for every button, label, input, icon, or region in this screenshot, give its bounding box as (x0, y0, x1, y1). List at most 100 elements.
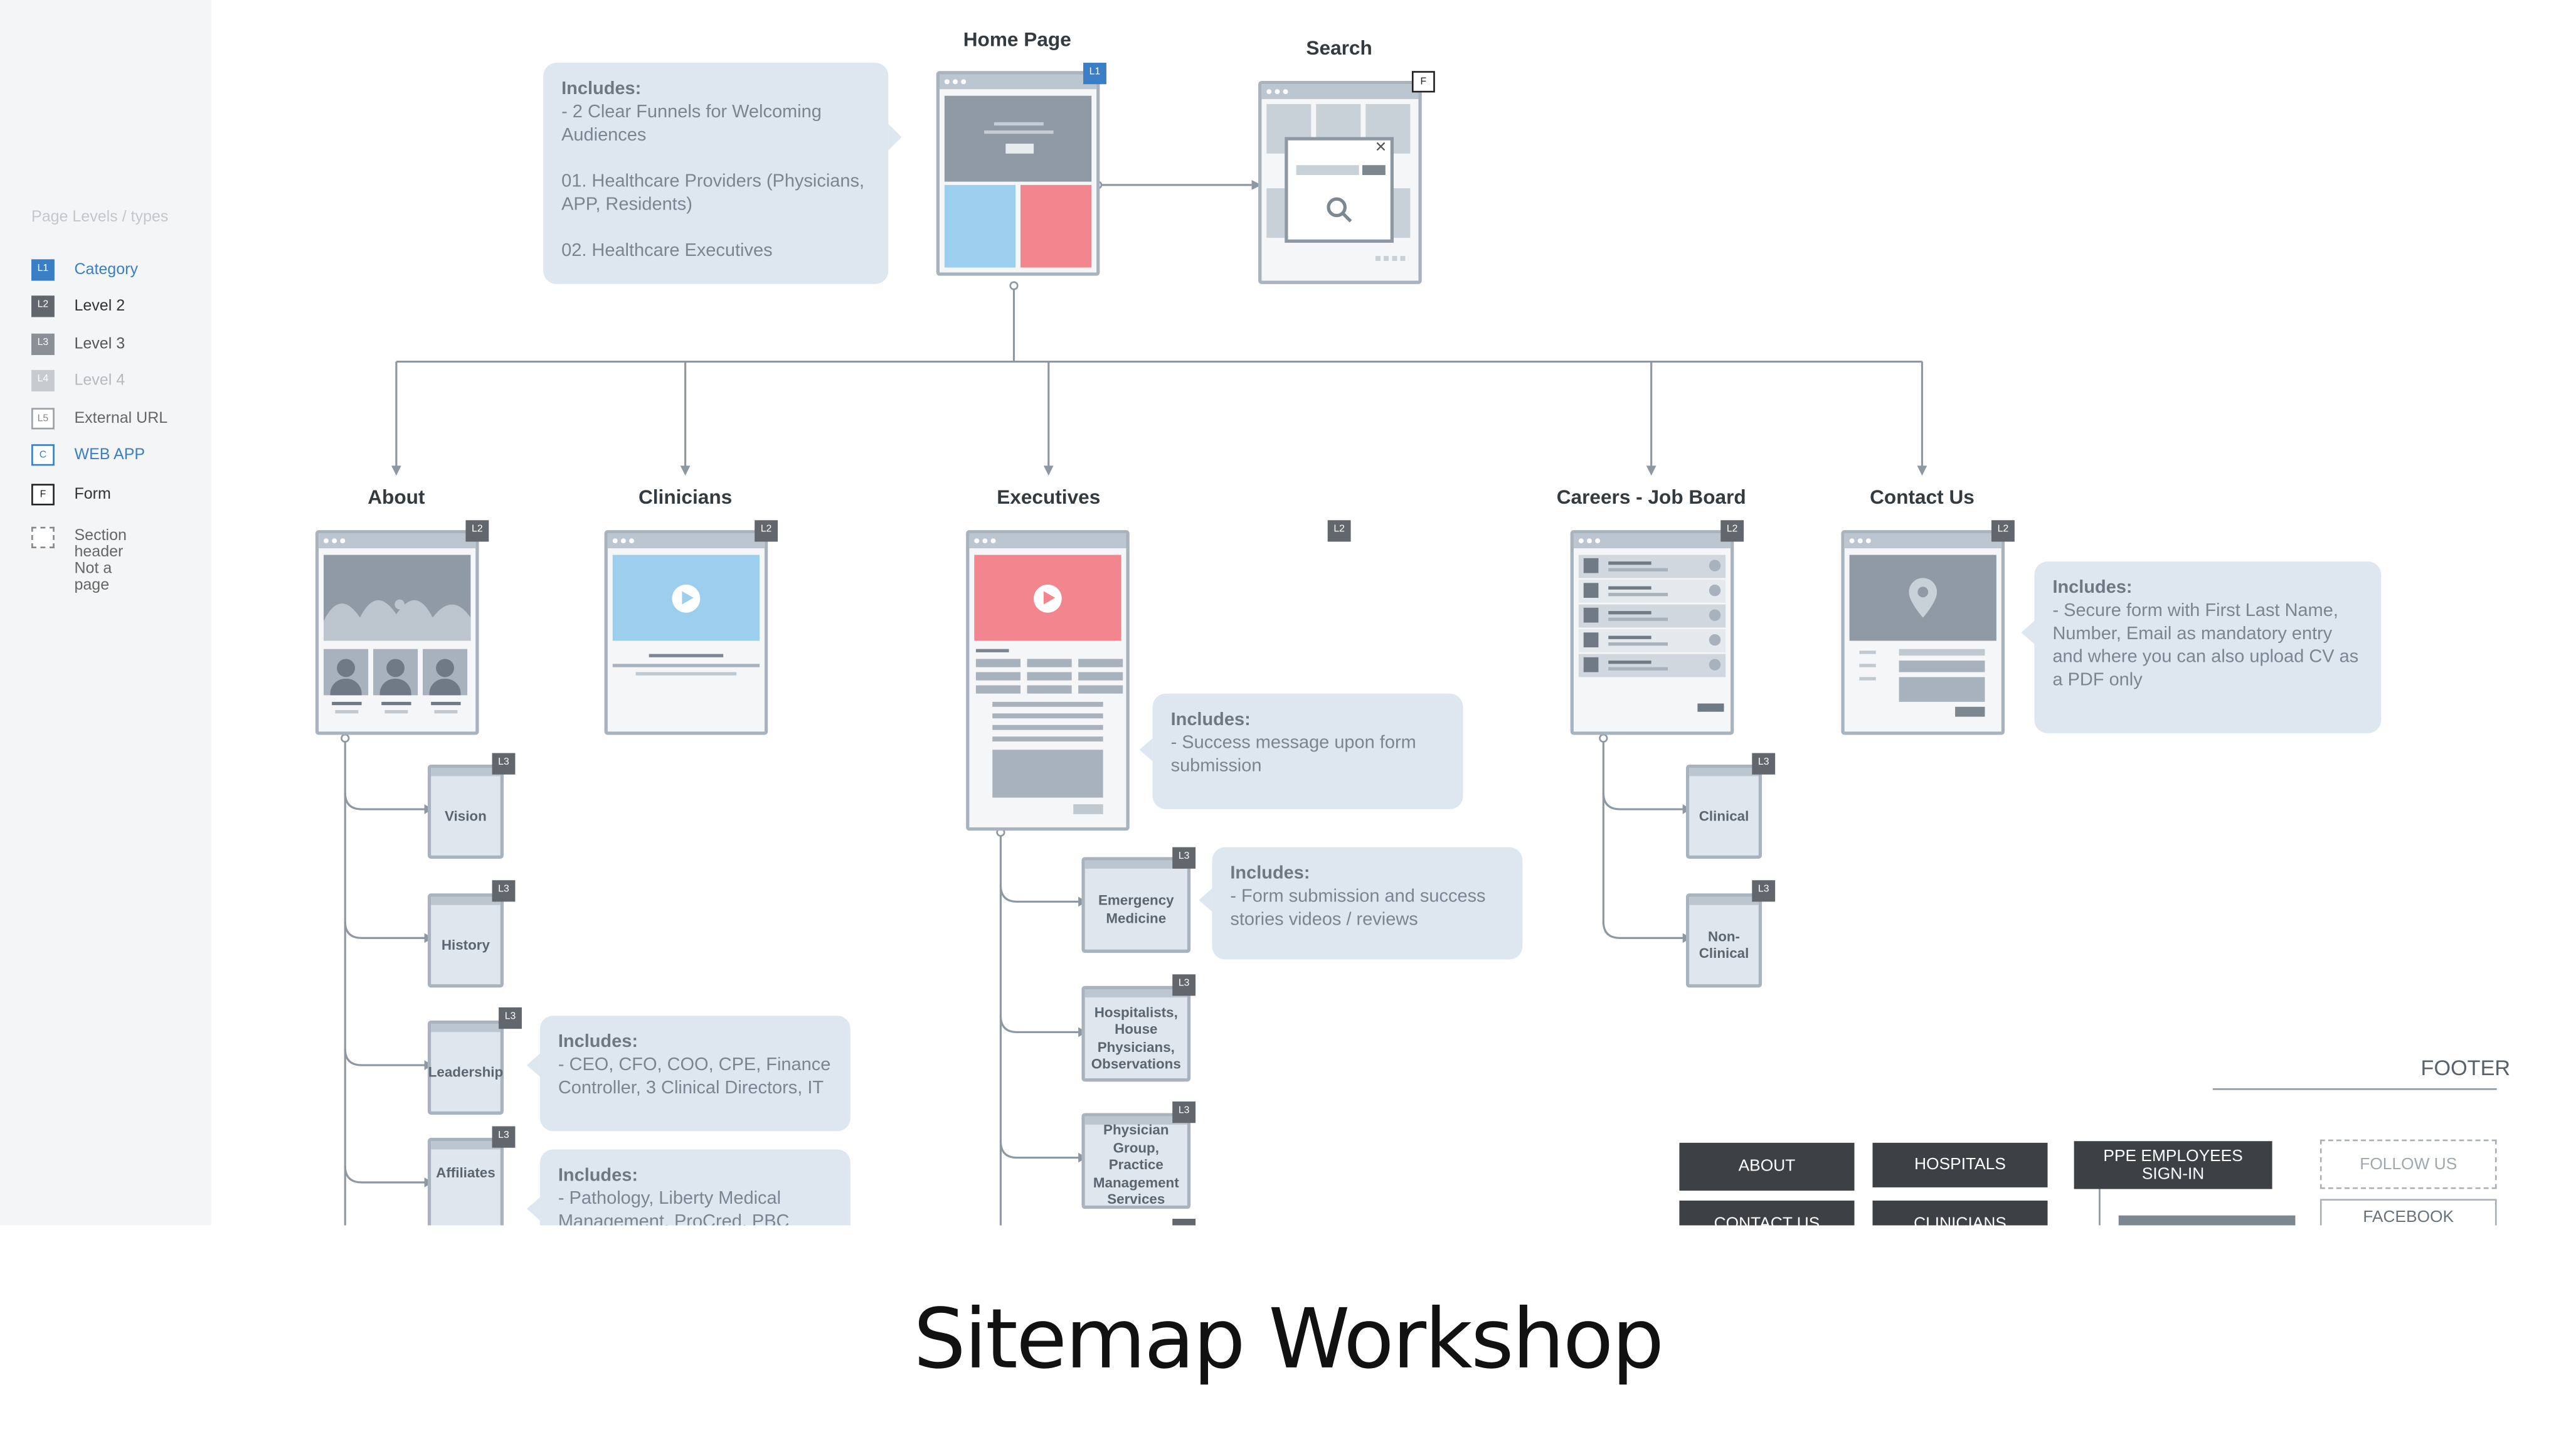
search-modal: ✕ (1285, 137, 1394, 243)
note-body: - Form submission and success stories vi… (1230, 886, 1486, 930)
subpage-card-hospitalists[interactable]: Hospitalists, House Physicians, Observat… (1081, 985, 1191, 1082)
avatar-icon (422, 649, 468, 696)
page-card-executives[interactable] (966, 530, 1130, 831)
subpage-card-history[interactable]: History (427, 893, 504, 988)
note-body: - Success message upon form submission (1170, 733, 1416, 777)
legend-label: Level 4 (74, 371, 125, 390)
avatar-icon (324, 649, 369, 696)
note-heading: Includes: (2052, 578, 2133, 598)
subpage-label: Hospitalists, House Physicians, Observat… (1091, 1003, 1181, 1072)
footer-button-ppe-sign-in[interactable]: PPE EMPLOYEES SIGN-IN (2074, 1141, 2272, 1189)
note-home: Includes: - 2 Clear Funnels for Welcomin… (543, 63, 889, 284)
connector-line (999, 1016, 1082, 1034)
legend-label: Section header Not a page (74, 526, 127, 595)
subpage-card-emergency-medicine[interactable]: Emergency Medicine (1081, 857, 1191, 953)
page-card-contact[interactable] (1841, 530, 2005, 735)
page-label-contact: Contact Us (1870, 486, 1974, 509)
footer-button-hospitals[interactable]: HOSPITALS (1872, 1142, 2048, 1187)
note-emergency: Includes: - Form submission and success … (1212, 847, 1523, 960)
subpage-card-clinical[interactable]: Clinical (1685, 764, 1762, 859)
subpage-label: Clinical (1699, 807, 1749, 824)
arrow-head (680, 465, 691, 476)
subpage-label: Emergency Medicine (1098, 891, 1174, 926)
legend-label: External URL (74, 409, 168, 428)
arrow-head (1043, 465, 1054, 476)
connector-line (999, 885, 1082, 903)
legend-code: L4 (31, 369, 55, 391)
level-tag: L3 (499, 1007, 522, 1029)
arrow-head (1251, 179, 1262, 190)
legend-code: F (31, 484, 55, 506)
level-tag: L2 (755, 520, 778, 542)
note-body: - Secure form with First Last Name, Numb… (2052, 601, 2359, 691)
note-body: - 2 Clear Funnels for Welcoming Audience… (561, 102, 865, 261)
note-heading: Includes: (558, 1032, 639, 1053)
footer-button-clinicians[interactable]: CLINICIANS (1872, 1200, 2048, 1226)
level-tag: L3 (1172, 847, 1196, 869)
note-executives: Includes: - Success message upon form su… (1152, 693, 1463, 810)
page-label-home: Home Page (963, 28, 1071, 51)
connector-line (344, 792, 428, 810)
legend-title: Page Levels / types (31, 208, 169, 226)
title-area (0, 1225, 2576, 1448)
page-label-clinicians: Clinicians (638, 486, 733, 509)
note-heading: Includes: (1230, 863, 1310, 884)
footer-button-contact-us[interactable]: CONTACT US (1679, 1200, 1855, 1226)
level-tag: L3 (492, 880, 516, 902)
subpage-label: Affiliates (436, 1164, 496, 1182)
subpage-card-leadership[interactable]: Leadership (427, 1021, 504, 1115)
level-tag: L3 (1172, 974, 1196, 996)
note-contact: Includes: - Secure form with First Last … (2034, 561, 2382, 733)
legend-code: L1 (31, 259, 55, 281)
footer-button-about[interactable]: ABOUT (1679, 1142, 1855, 1191)
sitemap-canvas: Home Page L1 Includes: - 2 Clear Funnels… (211, 0, 2576, 1226)
subpage-card-affiliates[interactable]: Affiliates (427, 1137, 504, 1226)
video-play-icon (1034, 584, 1062, 613)
location-pin-icon (1909, 578, 1937, 618)
level-tag: L2 (1327, 520, 1351, 542)
connector-line (344, 921, 428, 939)
level-tag: L3 (492, 1126, 516, 1148)
level-tag: L3 (492, 753, 516, 775)
close-icon: ✕ (1374, 139, 1387, 156)
note-affiliates: Includes: - Pathology, Liberty Medical M… (539, 1149, 851, 1226)
page-card-careers[interactable] (1570, 530, 1734, 735)
subpage-card-vision[interactable]: Vision (427, 764, 504, 859)
legend-label: Form (74, 486, 111, 504)
subpage-label: Leadership (428, 1063, 504, 1080)
legend-code: L3 (31, 333, 55, 356)
page-label-search: Search (1306, 36, 1372, 60)
subpage-card-non-clinical[interactable]: Non-Clinical (1685, 893, 1762, 988)
legend-code: L2 (31, 295, 55, 317)
level-tag: L2 (465, 520, 489, 542)
arrow-head (1646, 465, 1656, 476)
page-card-home[interactable] (936, 71, 1100, 276)
avatar-icon (373, 649, 418, 696)
job-list (1578, 555, 1726, 712)
footer-follow-us: FOLLOW US (2319, 1139, 2497, 1189)
level-tag-partial (1172, 1218, 1196, 1226)
legend-label: WEB APP (74, 445, 146, 464)
footer-facebook-link[interactable]: FACEBOOK (2319, 1199, 2497, 1226)
level-tag: L2 (1991, 520, 2015, 542)
legend-code: L5 (31, 408, 55, 430)
page-card-about[interactable] (315, 530, 479, 735)
footer-label: FOOTER (2420, 1055, 2511, 1080)
legend-panel: Page Levels / types L1 Category L2 Level… (0, 0, 211, 1226)
note-heading: Includes: (558, 1165, 639, 1186)
legend-code (31, 526, 55, 549)
page-card-search[interactable]: ✕ (1258, 81, 1422, 284)
page-card-clinicians[interactable] (604, 530, 768, 735)
connector-line (999, 1141, 1082, 1159)
subpage-card-physician-group[interactable]: Physician Group, Practice Management Ser… (1081, 1113, 1191, 1209)
note-body: - CEO, CFO, COO, CPE, Finance Controller… (558, 1055, 831, 1098)
search-icon (1327, 197, 1352, 223)
connector-line (344, 1048, 428, 1066)
funnel-executives (1020, 184, 1092, 268)
page-label-executives: Executives (997, 486, 1101, 509)
legend-label: Level 3 (74, 335, 125, 354)
connector-node (341, 733, 350, 743)
legend-code: C (31, 444, 55, 466)
subpage-label: History (441, 936, 490, 953)
